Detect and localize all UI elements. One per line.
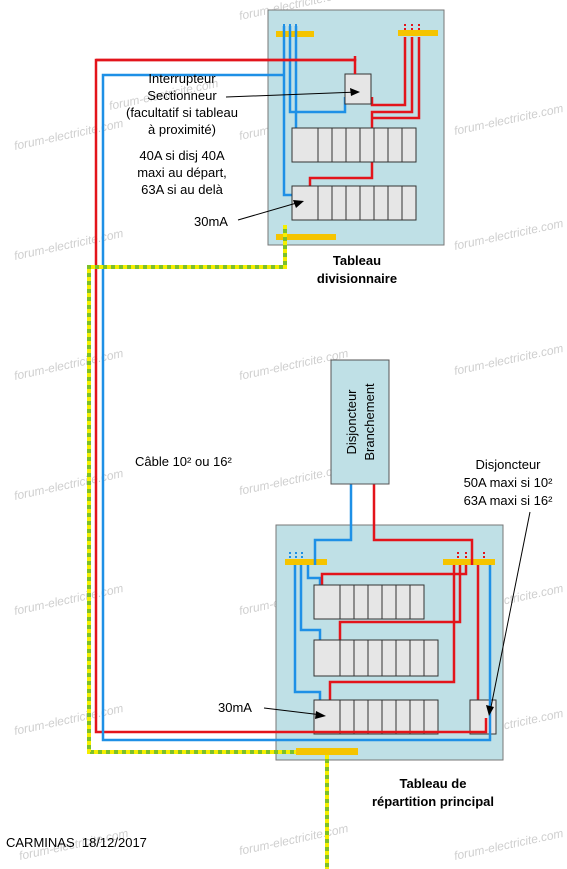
switch-pointer-arrow bbox=[225, 91, 359, 98]
phase-stubs-bottom bbox=[457, 552, 485, 558]
breaker-note-pointer bbox=[489, 511, 531, 713]
watermark: forum-electricite.com bbox=[238, 821, 350, 858]
breaker-note: Disjoncteur 50A maxi si 10² 63A maxi si … bbox=[464, 457, 554, 508]
switch-label-line: à proximité) bbox=[148, 122, 216, 137]
switch-label-line: Sectionneur bbox=[147, 88, 217, 103]
neutral-wires-bottom bbox=[293, 484, 353, 700]
panel-top-title: Tableau divisionnaire bbox=[317, 253, 397, 286]
rcd-top-arrowhead bbox=[293, 200, 304, 208]
earth-busbar-bottom bbox=[296, 748, 358, 755]
panel-bottom-title-line: répartition principal bbox=[372, 794, 494, 809]
rcd-bottom-label: 30mA bbox=[218, 700, 252, 715]
watermark: forum-electricite.com bbox=[13, 116, 125, 153]
breaker-row-bottom-2 bbox=[313, 639, 439, 677]
phase-stubs-top bbox=[404, 24, 420, 30]
breaker-note-line: Disjoncteur bbox=[475, 457, 541, 472]
rcd-bottom-pointer-arrow bbox=[263, 707, 323, 716]
feeder-phase-to-switch bbox=[96, 58, 357, 74]
panel-bottom-title-line: Tableau de bbox=[400, 776, 467, 791]
rcd-bottom-arrowhead bbox=[315, 711, 326, 719]
switch-label: Interrupteur Sectionneur (facultatif si … bbox=[126, 71, 238, 197]
watermark: forum-electricite.com bbox=[13, 581, 125, 618]
watermark: forum-electricite.com bbox=[13, 226, 125, 263]
panel-bottom-title: Tableau de répartition principal bbox=[372, 776, 494, 809]
isolator-switch-top bbox=[344, 73, 372, 105]
phase-wires-bottom bbox=[320, 484, 494, 732]
breaker-note-arrowhead bbox=[486, 705, 494, 716]
switch-pointer-arrowhead bbox=[350, 88, 360, 96]
main-breaker-box bbox=[330, 359, 390, 485]
rcd-top-label: 30mA bbox=[194, 214, 228, 229]
breaker-sub-panel bbox=[469, 699, 497, 735]
breaker-row-top-1 bbox=[291, 127, 417, 163]
feeder-earth-wire-yellow bbox=[87, 225, 296, 754]
watermark: forum-electricite.com bbox=[453, 101, 565, 138]
breaker-row-bottom-3 bbox=[313, 699, 439, 735]
switch-label-line: 40A si disj 40A bbox=[139, 148, 225, 163]
earth-busbar-top bbox=[276, 234, 336, 240]
breaker-row-top-2 bbox=[291, 185, 417, 221]
breaker-row-bottom-1 bbox=[313, 584, 425, 620]
watermark: forum-electricite.com bbox=[453, 341, 565, 378]
svg-text:Disjoncteur: Disjoncteur bbox=[344, 389, 359, 455]
cable-label: Câble 10² ou 16² bbox=[135, 454, 233, 469]
watermark: forum-electricite.com bbox=[453, 826, 565, 863]
main-breaker-label: Disjoncteur Branchement bbox=[344, 383, 377, 461]
watermark: forum-electricite.com bbox=[13, 346, 125, 383]
feeder-neutral-wire bbox=[101, 73, 492, 742]
panel-top-title-line: Tableau bbox=[333, 253, 381, 268]
main-breaker-line-1: Disjoncteur bbox=[344, 389, 359, 455]
switch-label-line: (facultatif si tableau bbox=[126, 105, 238, 120]
neutral-stubs-top bbox=[283, 24, 297, 30]
breaker-note-line: 63A maxi si 16² bbox=[464, 493, 554, 508]
phase-busbar-top bbox=[398, 30, 438, 36]
phase-wires-top bbox=[308, 37, 421, 186]
watermark: forum-electricite.com bbox=[13, 466, 125, 503]
main-breaker-line-2: Branchement bbox=[362, 383, 377, 461]
switch-label-line: Interrupteur bbox=[148, 71, 216, 86]
panel-top-title-line: divisionnaire bbox=[317, 271, 397, 286]
neutral-stubs-bottom bbox=[289, 552, 303, 558]
neutral-busbar-bottom bbox=[285, 559, 327, 565]
switch-label-line: maxi au départ, bbox=[137, 165, 227, 180]
watermark: forum-electricite.com bbox=[453, 216, 565, 253]
phase-busbar-bottom bbox=[443, 559, 495, 565]
switch-label-line: 63A si au delà bbox=[141, 182, 223, 197]
breaker-note-line: 50A maxi si 10² bbox=[464, 475, 554, 490]
author-credit: CARMINAS 18/12/2017 bbox=[6, 835, 147, 850]
rcd-top-pointer-arrow bbox=[237, 201, 301, 221]
svg-text:Branchement: Branchement bbox=[362, 383, 377, 461]
